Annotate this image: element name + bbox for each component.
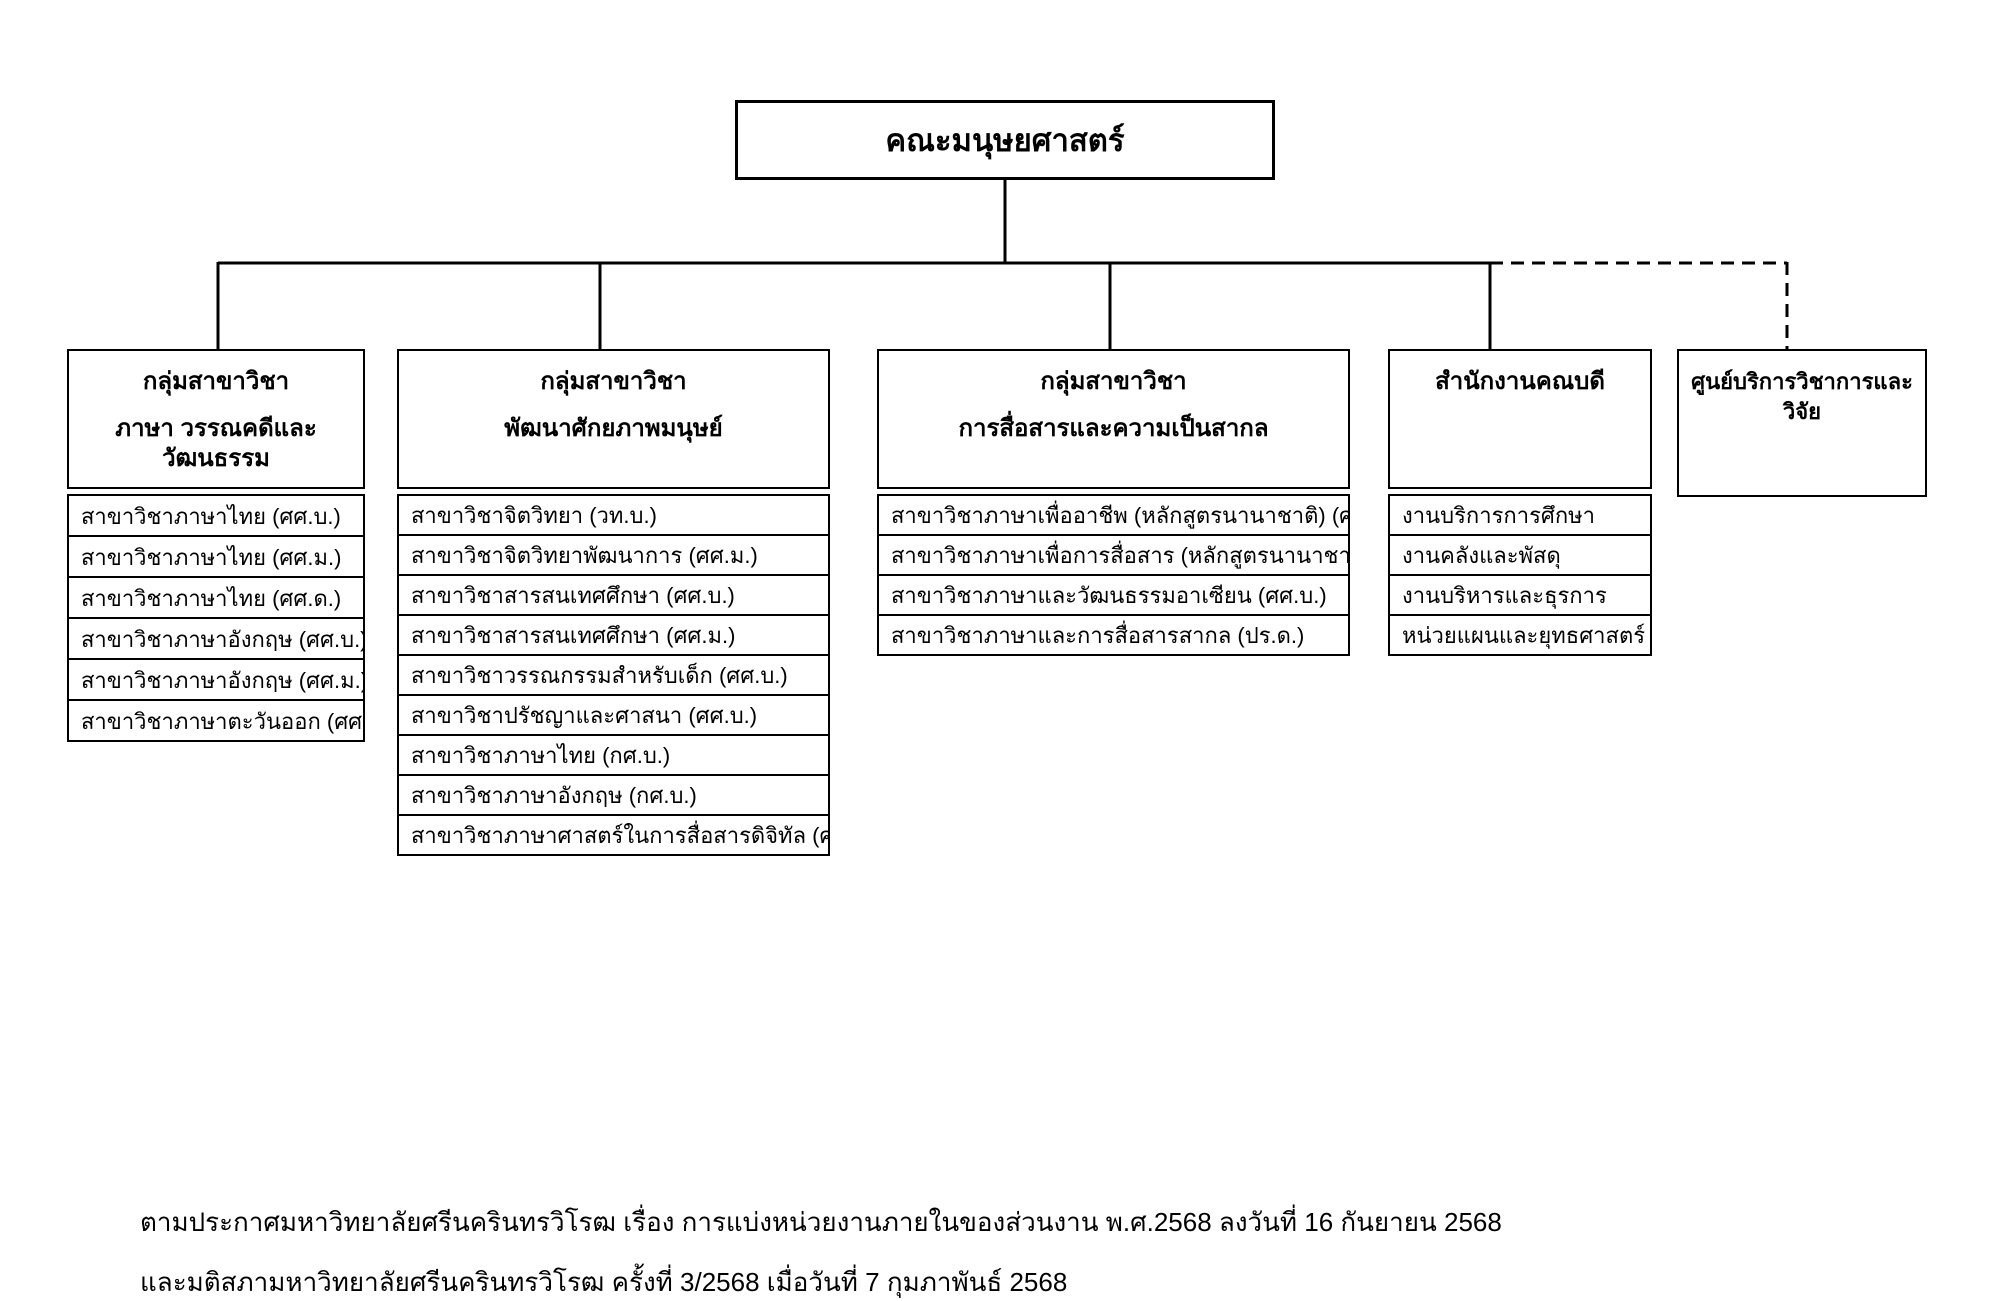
group-subtitle: พัฒนาศักยภาพมนุษย์ xyxy=(504,415,723,442)
list-item: สาขาวิชาภาษาเพื่อการสื่อสาร (หลักสูตรนาน… xyxy=(877,534,1350,576)
group-title: สำนักงานคณบดี xyxy=(1435,368,1605,395)
footnote-line-1: ตามประกาศมหาวิทยาลัยศรีนครินทรวิโรฒ เรื่… xyxy=(140,1207,1502,1237)
list-item: สาขาวิชาภาษาและวัฒนธรรมอาเซียน (ศศ.บ.) xyxy=(877,574,1350,616)
list-item: สาขาวิชาภาษาไทย (ศศ.ม.) xyxy=(67,535,365,578)
list-item: สาขาวิชาวรรณกรรมสำหรับเด็ก (ศศ.บ.) xyxy=(397,654,830,696)
list-item: สาขาวิชาปรัชญาและศาสนา (ศศ.บ.) xyxy=(397,694,830,736)
group-title: กลุ่มสาขาวิชา xyxy=(540,368,687,395)
list-item: สาขาวิชาภาษาและการสื่อสารสากล (ปร.ด.) xyxy=(877,614,1350,656)
group-2-header: กลุ่มสาขาวิชา พัฒนาศักยภาพมนุษย์ xyxy=(397,349,830,489)
group-title: กลุ่มสาขาวิชา xyxy=(1040,368,1187,395)
group-3-list: สาขาวิชาภาษาเพื่ออาชีพ (หลักสูตรนานาชาติ… xyxy=(877,494,1350,656)
list-item: สาขาวิชาสารสนเทศศึกษา (ศศ.บ.) xyxy=(397,574,830,616)
list-item: หน่วยแผนและยุทธศาสตร์ xyxy=(1388,614,1652,656)
list-item: สาขาวิชาสารสนเทศศึกษา (ศศ.ม.) xyxy=(397,614,830,656)
group-5-header: ศูนย์บริการวิชาการและวิจัย xyxy=(1677,349,1927,497)
group-subtitle: ภาษา วรรณคดีและวัฒนธรรม xyxy=(115,415,317,472)
group-subtitle: การสื่อสารและความเป็นสากล xyxy=(958,415,1269,442)
list-item: สาขาวิชาภาษาอังกฤษ (ศศ.บ.) xyxy=(67,617,365,660)
list-item: สาขาวิชาภาษาตะวันออก (ศศ.บ.) xyxy=(67,699,365,742)
group-4-list: งานบริการการศึกษา งานคลังและพัสดุ งานบริ… xyxy=(1388,494,1652,656)
group-title: ศูนย์บริการวิชาการและวิจัย xyxy=(1691,369,1913,424)
list-item: งานบริหารและธุรการ xyxy=(1388,574,1652,616)
footnote-line-2: และมติสภามหาวิทยาลัยศรีนครินทรวิโรฒ ครั้… xyxy=(140,1267,1068,1297)
list-item: งานบริการการศึกษา xyxy=(1388,494,1652,536)
root-title: คณะมนุษยศาสตร์ xyxy=(885,123,1125,158)
list-item: สาขาวิชาภาษาไทย (ศศ.บ.) xyxy=(67,494,365,537)
list-item: สาขาวิชาภาษาศาสตร์ในการสื่อสารดิจิทัล (ศ… xyxy=(397,814,830,856)
group-4-header: สำนักงานคณบดี xyxy=(1388,349,1652,489)
list-item: สาขาวิชาภาษาไทย (ศศ.ด.) xyxy=(67,576,365,619)
root-node-faculty: คณะมนุษยศาสตร์ xyxy=(735,100,1275,180)
list-item: สาขาวิชาภาษาอังกฤษ (กศ.บ.) xyxy=(397,774,830,816)
group-1-header: กลุ่มสาขาวิชา ภาษา วรรณคดีและวัฒนธรรม xyxy=(67,349,365,489)
group-3-header: กลุ่มสาขาวิชา การสื่อสารและความเป็นสากล xyxy=(877,349,1350,489)
footnote: ตามประกาศมหาวิทยาลัยศรีนครินทรวิโรฒ เรื่… xyxy=(140,1192,1502,1301)
list-item: สาขาวิชาภาษาอังกฤษ (ศศ.ม.) xyxy=(67,658,365,701)
group-1-list: สาขาวิชาภาษาไทย (ศศ.บ.) สาขาวิชาภาษาไทย … xyxy=(67,494,365,742)
list-item: สาขาวิชาภาษาไทย (กศ.บ.) xyxy=(397,734,830,776)
list-item: สาขาวิชาจิตวิทยาพัฒนาการ (ศศ.ม.) xyxy=(397,534,830,576)
group-2-list: สาขาวิชาจิตวิทยา (วท.บ.) สาขาวิชาจิตวิทย… xyxy=(397,494,830,856)
list-item: สาขาวิชาภาษาเพื่ออาชีพ (หลักสูตรนานาชาติ… xyxy=(877,494,1350,536)
group-title: กลุ่มสาขาวิชา xyxy=(142,368,290,395)
list-item: สาขาวิชาจิตวิทยา (วท.บ.) xyxy=(397,494,830,536)
list-item: งานคลังและพัสดุ xyxy=(1388,534,1652,576)
